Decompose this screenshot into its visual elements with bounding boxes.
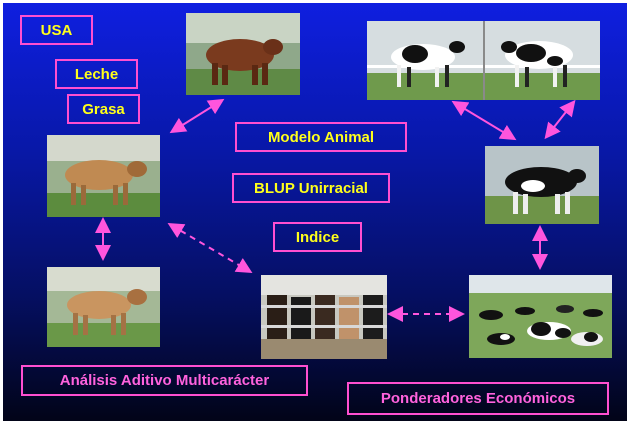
label-blup-unirracial: BLUP Unirracial	[232, 173, 390, 203]
slide: USA Leche Grasa Modelo Animal BLUP Unirr…	[3, 3, 627, 421]
holstein-herd-pasture-photo	[469, 275, 612, 358]
feeding-barn-cows-photo	[261, 275, 387, 359]
arrow-bull-jersey	[169, 98, 225, 134]
label-grasa: Grasa	[67, 94, 140, 124]
label-modelo-animal: Modelo Animal	[235, 122, 407, 152]
jersey-cow-small-photo	[47, 267, 160, 347]
holstein-cows-pair-photo	[367, 21, 600, 100]
label-ponderadores-economicos: Ponderadores Económicos	[347, 382, 609, 415]
holstein-cow-photo	[485, 146, 599, 224]
arrow-jersey-barn	[167, 222, 253, 274]
connector-arrows	[95, 98, 576, 322]
label-leche: Leche	[55, 59, 138, 89]
label-analisis-aditivo: Análisis Aditivo Multicarácter	[21, 365, 308, 396]
arrow-pair-holstein-2	[544, 99, 576, 140]
label-usa: USA	[20, 15, 93, 45]
jersey-cow-photo	[47, 135, 160, 217]
label-indice: Indice	[273, 222, 362, 252]
brown-swiss-bull-photo	[186, 13, 300, 95]
arrow-pair-holstein	[451, 100, 517, 141]
